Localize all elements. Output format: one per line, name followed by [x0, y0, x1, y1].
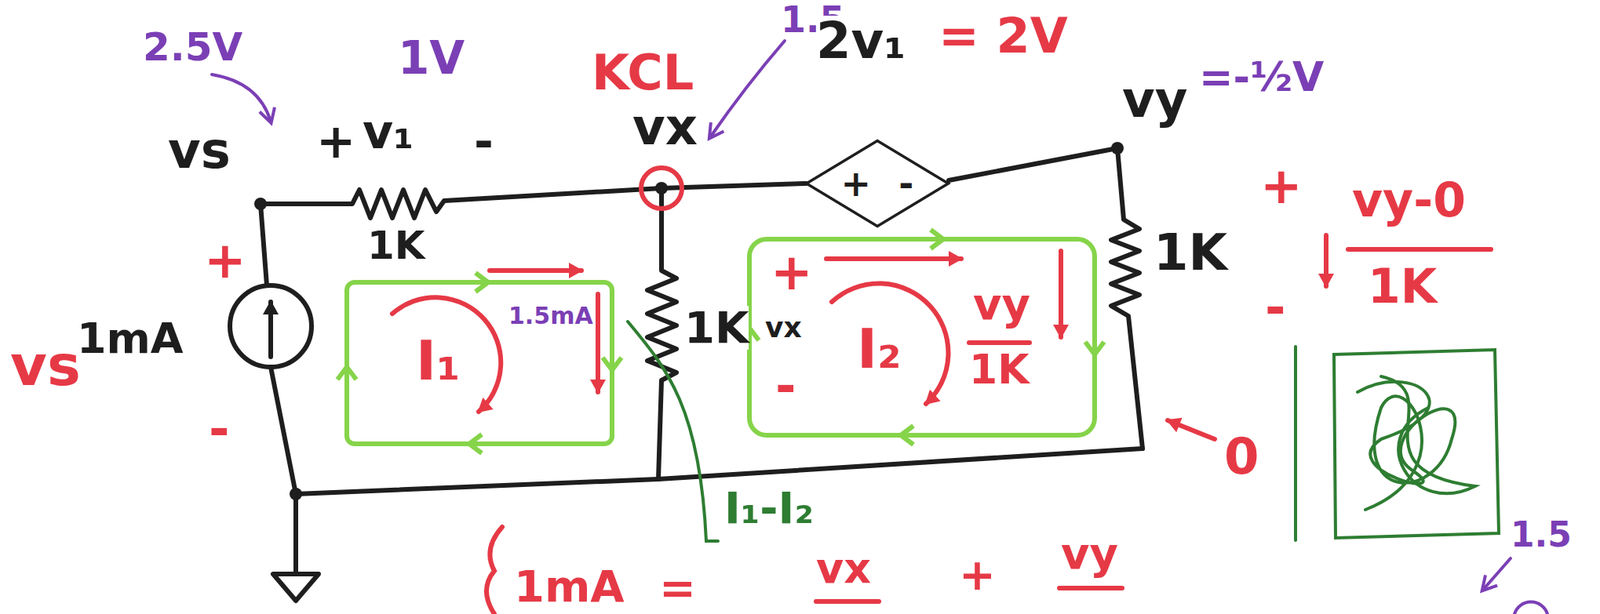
leader-line: [627, 321, 718, 542]
node-text: -: [898, 165, 914, 202]
green-marks: [627, 321, 1499, 542]
annotation-label: = 2V: [938, 11, 1068, 61]
annotation-label: 1K: [969, 349, 1029, 390]
partial-circle: [1514, 602, 1548, 614]
mesh-loops: [337, 229, 1105, 454]
annotation-label: 2v₁: [816, 15, 906, 66]
annotation-label: +: [770, 247, 813, 298]
node-dot: [1111, 142, 1124, 155]
annotation-label: I₁-I₂: [724, 486, 814, 531]
mesh-loop-2: [749, 239, 1095, 436]
annotation-label: vs: [167, 125, 231, 176]
annotation-label: vx: [765, 313, 802, 343]
mesh-loop-1: [346, 282, 613, 445]
current-arrow: [1323, 235, 1329, 287]
annotation-label: -: [1264, 282, 1287, 333]
annotation-label: -: [473, 117, 494, 165]
annotation-label: +: [958, 553, 996, 598]
diamond-shape: [806, 140, 949, 226]
leader-arrow: [1167, 420, 1215, 440]
annotation-label: -: [775, 360, 797, 412]
current-arrow: [1058, 251, 1064, 338]
purple-leaders: [211, 40, 1548, 614]
brace: [486, 527, 503, 614]
annotation-label: 1V: [397, 35, 465, 81]
leader-arrow: [1483, 558, 1511, 591]
scribble: [1381, 376, 1476, 494]
annotation-label: 2.5V: [142, 27, 243, 67]
resistor-symbol: [260, 188, 662, 219]
annotation-label: 1mA: [76, 317, 184, 361]
annotation-label: +: [316, 117, 356, 165]
wire: [260, 204, 267, 286]
annotation-label: 0: [1224, 431, 1260, 482]
annotation-label: 1mA: [513, 564, 625, 609]
annotation-label: KCL: [591, 48, 694, 98]
annotation-label: 1K: [367, 225, 426, 266]
node-circle: [641, 167, 682, 209]
wire: [948, 148, 1118, 181]
node-dot: [655, 182, 668, 195]
resistor-symbol: [647, 188, 677, 480]
scribble: [1357, 382, 1455, 511]
node-dot: [254, 197, 267, 211]
annotation-label: 1.5mA: [508, 304, 594, 329]
current-arrow: [595, 294, 601, 393]
annotation-label: =: [659, 566, 697, 611]
leader-arrow: [710, 40, 785, 138]
loop-arrowheads: [739, 229, 1105, 445]
node-dots: [254, 142, 1124, 501]
annotation-label: =-½V: [1199, 56, 1324, 98]
annotation-label: vs: [10, 337, 81, 394]
annotation-label: vy: [1060, 532, 1119, 576]
resistor-symbol: [1111, 148, 1143, 449]
fraction-line: [969, 340, 1030, 346]
annotation-label: -: [208, 404, 230, 455]
annotation-label: 1.5: [1510, 517, 1572, 553]
diamond-outline: [803, 138, 952, 230]
circuit-wires: [229, 148, 1143, 602]
annotation-label: I₁: [415, 333, 461, 389]
annotation-label: +: [204, 235, 247, 286]
annotation-label: +: [1260, 160, 1303, 212]
current-arrow: [489, 268, 582, 274]
current-arrow: [826, 256, 962, 262]
fraction-line: [1059, 586, 1123, 591]
wire: [270, 367, 296, 573]
dependent-source-diamond: +-: [803, 138, 952, 230]
fraction-line: [816, 599, 879, 605]
annotation-label: 1K: [1367, 262, 1437, 310]
annotation-label: v₁: [362, 108, 414, 156]
current-source-symbol: [229, 285, 312, 368]
annotation-label: 1K: [1153, 227, 1228, 278]
annotation-label: vx: [632, 102, 698, 153]
annotation-label: vy: [1122, 74, 1188, 125]
annotation-label: vy-0: [1352, 176, 1466, 224]
annotation-label: I₂: [856, 321, 902, 377]
ground-symbol: [273, 574, 319, 602]
node-text: +: [841, 165, 872, 202]
scribble-line: [1293, 346, 1298, 541]
annotation-label: 1K: [684, 306, 749, 350]
mesh-current-arc: [392, 297, 501, 412]
node-dot: [289, 488, 303, 501]
scribble-box: [1333, 349, 1499, 539]
red-annotations: [392, 167, 1491, 614]
mesh-current-arc: [831, 284, 948, 405]
loop-arrowheads: [337, 273, 622, 454]
fraction-line: [1348, 247, 1491, 252]
annotation-label: vy: [973, 282, 1031, 327]
wire: [295, 448, 1143, 495]
annotation-label: vx: [816, 547, 872, 591]
source-arrow: [268, 302, 274, 358]
leader-arrow: [211, 74, 271, 122]
